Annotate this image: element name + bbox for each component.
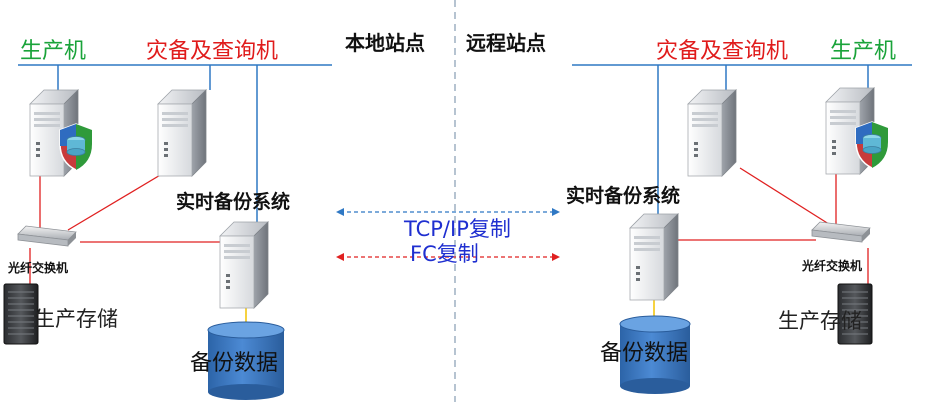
tcpip-arrow-left-icon bbox=[336, 208, 344, 216]
local-site: 生产机 灾备及查询机 本地站点 实时备份系统 光纤交换机 生产存储 备份数据 bbox=[3, 31, 425, 400]
local-production-storage-label: 生产存储 bbox=[34, 307, 118, 331]
local-dr-query-host-label: 灾备及查询机 bbox=[146, 39, 278, 64]
local-production-server-icon bbox=[29, 89, 93, 177]
remote-production-host-label: 生产机 bbox=[830, 39, 896, 64]
local-backup-data-cylinder-icon bbox=[207, 321, 285, 400]
local-fiber-switch-label: 光纤交换机 bbox=[7, 260, 68, 275]
local-dr-server-icon bbox=[157, 89, 207, 177]
remote-backup-data-cylinder-icon bbox=[619, 315, 691, 394]
remote-fiber-switch-label: 光纤交换机 bbox=[801, 258, 862, 273]
remote-fiber-switch-icon bbox=[811, 221, 871, 243]
replication-links: TCP/IP复制 FC复制 bbox=[336, 208, 560, 266]
tcpip-arrow-right-icon bbox=[552, 208, 560, 216]
local-fiber-switch-icon bbox=[17, 225, 77, 247]
remote-backup-system-label: 实时备份系统 bbox=[566, 184, 680, 207]
remote-fc-dr-switch bbox=[739, 167, 833, 227]
local-backup-system-label: 实时备份系统 bbox=[176, 190, 290, 213]
remote-production-server-icon bbox=[825, 87, 889, 175]
fc-arrow-left-icon bbox=[336, 253, 344, 261]
remote-dr-server-icon bbox=[687, 89, 737, 177]
remote-production-storage-label: 生产存储 bbox=[778, 309, 862, 333]
remote-backup-data-label: 备份数据 bbox=[600, 341, 688, 366]
fc-link-label: FC复制 bbox=[410, 242, 479, 266]
remote-dr-query-host-label: 灾备及查询机 bbox=[656, 39, 788, 64]
remote-site: 远程站点 灾备及查询机 生产机 实时备份系统 光纤交换机 生产存储 备份数据 bbox=[466, 31, 912, 394]
local-production-host-label: 生产机 bbox=[20, 39, 86, 64]
local-fc-dr-switch bbox=[67, 167, 173, 231]
fc-arrow-right-icon bbox=[552, 253, 560, 261]
local-backup-server-icon bbox=[219, 221, 269, 309]
tcpip-link-label: TCP/IP复制 bbox=[403, 217, 511, 241]
local-site-title: 本地站点 bbox=[345, 31, 425, 55]
local-backup-data-label: 备份数据 bbox=[190, 351, 278, 376]
local-storage-rack-icon bbox=[3, 283, 39, 345]
remote-site-title: 远程站点 bbox=[466, 31, 546, 55]
remote-backup-server-icon bbox=[629, 213, 679, 301]
